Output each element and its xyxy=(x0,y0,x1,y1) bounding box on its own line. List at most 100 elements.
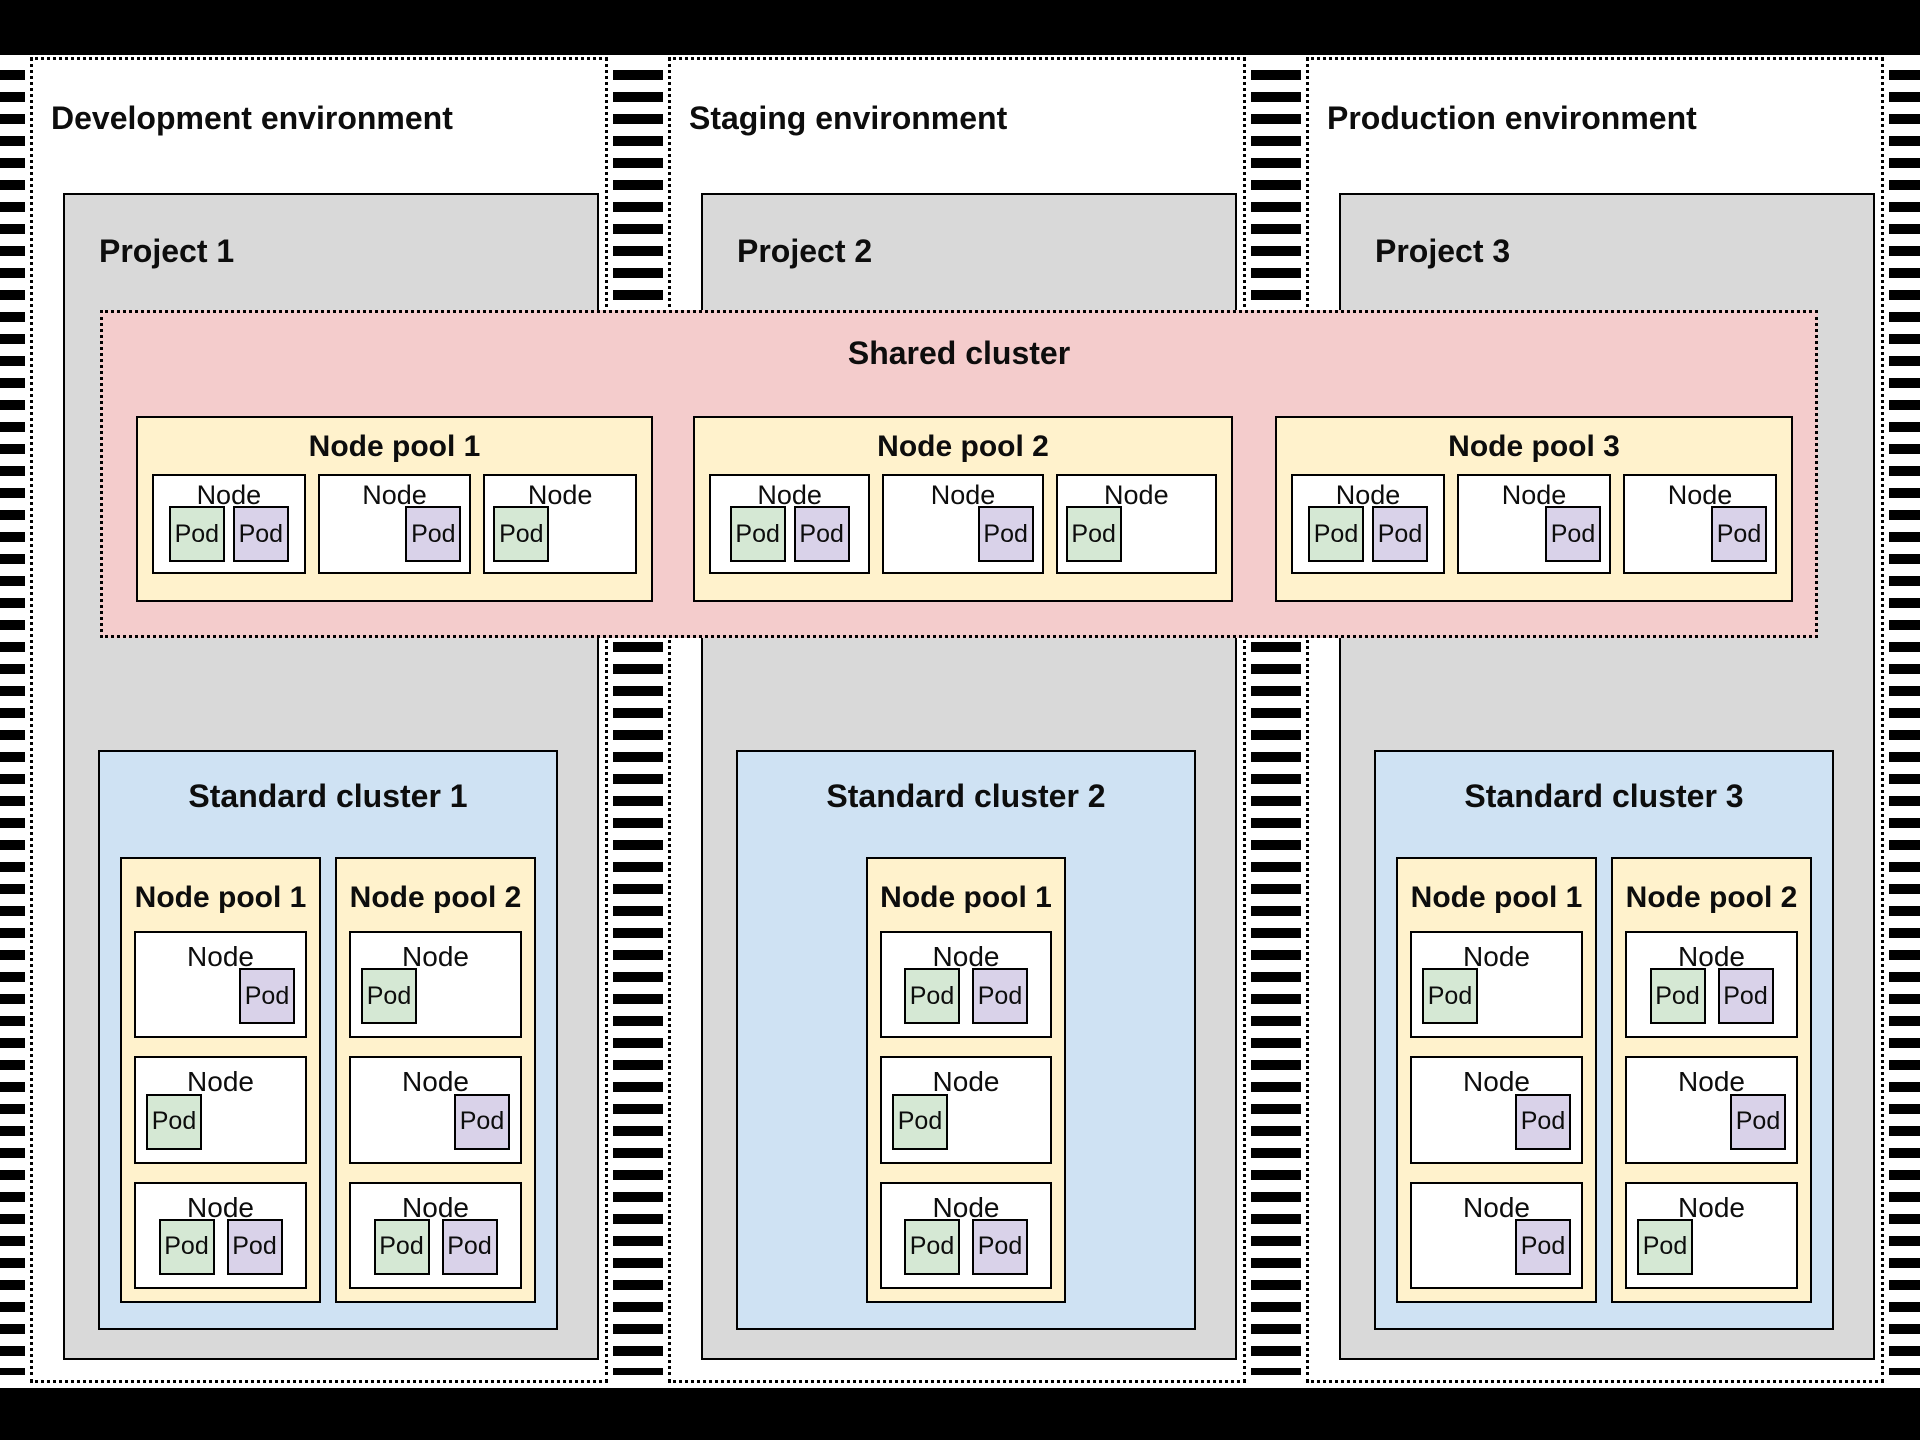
environment-title: Production environment xyxy=(1327,100,1697,136)
pod-purple: Pod xyxy=(1730,1093,1786,1150)
node-label: Node xyxy=(1678,941,1745,972)
node-pool-title: Node pool 1 xyxy=(1410,881,1583,914)
node-label: Node xyxy=(402,941,469,972)
pod-green: Pod xyxy=(146,1093,202,1150)
pod-row: Pod xyxy=(1422,1093,1571,1150)
node-pool-title: Node pool 2 xyxy=(1625,881,1798,914)
node-label: Node xyxy=(1463,941,1530,972)
environment-title: Staging environment xyxy=(689,100,1008,136)
pod-row: Pod xyxy=(146,968,295,1025)
pod-green: Pod xyxy=(493,506,550,562)
pod-row: Pod xyxy=(328,506,462,562)
pod-green: Pod xyxy=(904,1218,960,1275)
pod-green: Pod xyxy=(158,1218,215,1275)
node-label: Node xyxy=(362,480,427,510)
environment-development: Development environment Project 1 Standa… xyxy=(30,57,608,1383)
pod-purple: Pod xyxy=(454,1093,510,1150)
node-label: Node xyxy=(1463,1191,1530,1223)
pod-green: Pod xyxy=(361,968,417,1025)
pod-purple: Pod xyxy=(1515,1218,1571,1275)
pod-purple: Pod xyxy=(972,1218,1028,1275)
pod-row: Pod xyxy=(892,506,1034,562)
pod-purple: Pod xyxy=(793,506,850,562)
pod-green: Pod xyxy=(1422,968,1478,1025)
pod-green: Pod xyxy=(373,1218,430,1275)
project-title: Project 1 xyxy=(99,233,235,269)
cluster-title: Standard cluster 3 xyxy=(1464,778,1744,814)
pod-purple: Pod xyxy=(972,968,1028,1025)
node-label: Node xyxy=(527,480,593,510)
pod-purple: Pod xyxy=(232,506,289,562)
cluster-title: Standard cluster 1 xyxy=(188,778,468,814)
node-label: Node xyxy=(187,941,254,972)
node-label: Node xyxy=(1678,1191,1745,1223)
node-label: Node xyxy=(1678,1066,1745,1098)
pod-row: Pod xyxy=(361,968,510,1025)
pod-purple: Pod xyxy=(1545,506,1601,562)
environment-staging: Staging environment Project 2 Standard c… xyxy=(668,57,1246,1383)
environment-title: Development environment xyxy=(51,100,453,136)
pod-green: Pod xyxy=(892,1093,948,1150)
pod-purple: Pod xyxy=(226,1218,283,1275)
pod-green: Pod xyxy=(1637,1218,1693,1275)
pod-green: Pod xyxy=(904,968,960,1025)
node-label: Node xyxy=(1335,480,1401,510)
ladder-divider-right-edge xyxy=(1889,70,1920,1375)
pod-green: Pod xyxy=(1649,968,1706,1025)
node-pool-title: Node pool 2 xyxy=(877,430,1049,463)
project-title: Project 2 xyxy=(737,233,873,269)
pod-purple: Pod xyxy=(1717,968,1774,1025)
ladder-divider-left-edge xyxy=(0,70,25,1375)
pod-row: Pod xyxy=(1633,506,1767,562)
pod-green: Pod xyxy=(1308,506,1364,562)
pod-row: Pod xyxy=(892,1093,1040,1150)
node-pool-title: Node pool 1 xyxy=(880,881,1052,914)
pod-row: Pod xyxy=(1065,506,1207,562)
node-label: Node xyxy=(932,1066,1000,1098)
pod-row: Pod xyxy=(1422,1218,1571,1275)
bottom-frame-bar xyxy=(0,1388,1920,1440)
pod-row: Pod xyxy=(493,506,627,562)
node-label: Node xyxy=(402,1066,469,1098)
pod-green: Pod xyxy=(729,506,786,562)
node-label: Node xyxy=(757,480,822,510)
node-label: Node xyxy=(932,941,1000,972)
pod-row: Pod xyxy=(1422,968,1571,1025)
ladder-divider-dev-staging xyxy=(613,70,663,1375)
